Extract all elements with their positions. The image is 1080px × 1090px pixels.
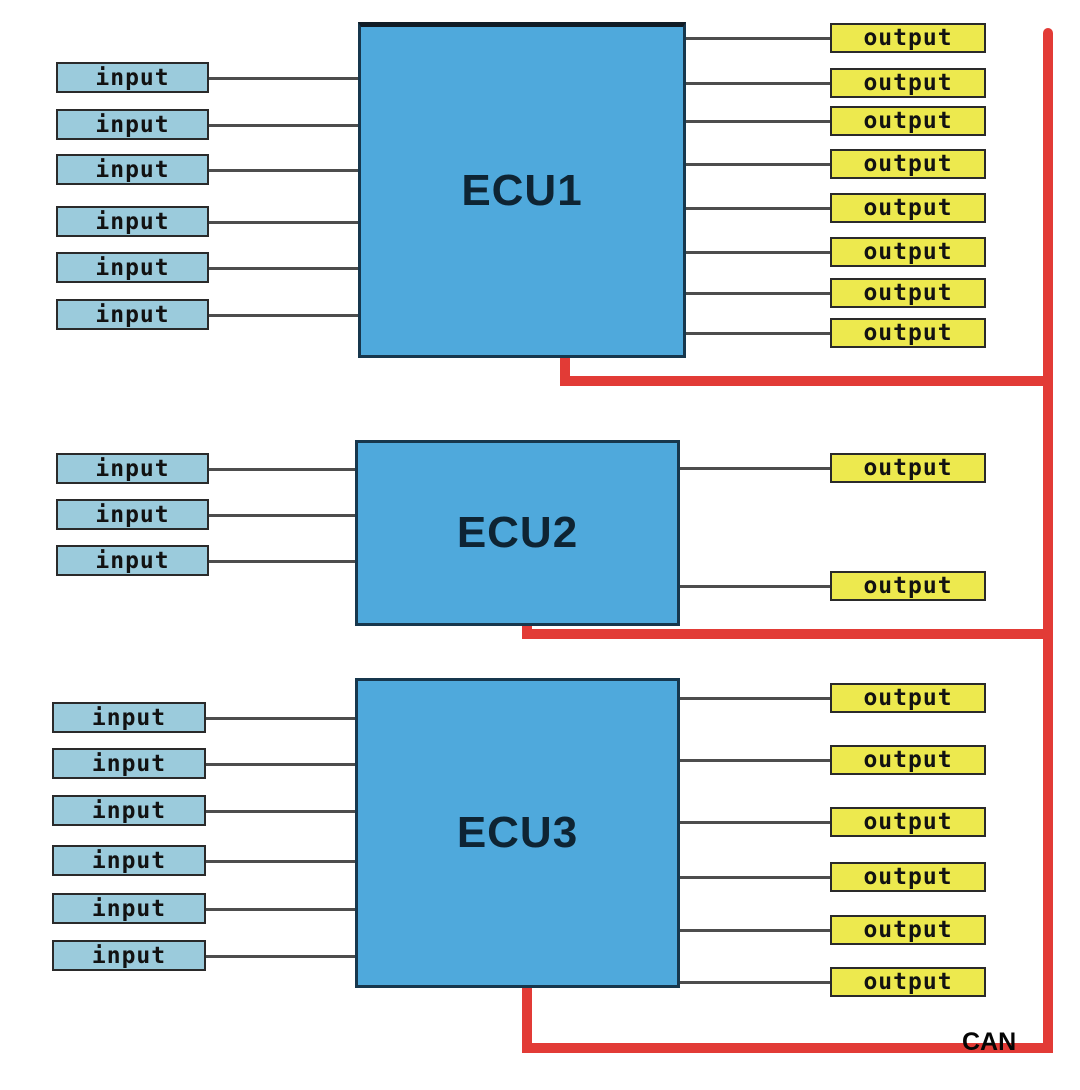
ecu3-output-box: output [830,862,986,892]
ecu1-output-box: output [830,193,986,223]
ecu3-output-box: output [830,745,986,775]
ecu3-can-drop [522,988,532,1053]
ecu2-output-wire [678,467,832,470]
ecu1-output-wire [684,82,832,85]
ecu3-input-box: input [52,748,206,779]
ecu3-input-box: input [52,702,206,733]
ecu3-input-wire [204,716,357,720]
ecu3-output-wire [678,759,832,762]
ecu1-can-branch [560,376,1053,386]
ecu1-label: ECU1 [461,166,583,215]
ecu3-output-wire [678,929,832,932]
ecu1-input-box: input [56,252,209,283]
ecu1-output-box: output [830,318,986,348]
ecu1-output-wire [684,292,832,295]
ecu2-output-wire [678,585,832,588]
ecu1-input-box: input [56,62,209,93]
ecu1-output-wire [684,120,832,123]
ecu1-input-wire [207,123,360,127]
ecu2-output-box: output [830,453,986,483]
ecu3-input-wire [204,907,357,911]
ecu3-input-wire [204,762,357,766]
ecu1-output-wire [684,207,832,210]
ecu1-output-box: output [830,149,986,179]
ecu1-output-box: output [830,237,986,267]
ecu3-input-box: input [52,795,206,826]
ecu3-label: ECU3 [456,808,579,857]
ecu2-input-wire [207,513,357,517]
ecu1-output-box: output [830,68,986,98]
ecu3-output-box: output [830,683,986,713]
can-bus-line [1043,28,1053,1053]
ecu1-input-wire [207,76,360,80]
ecu3-box: ECU3 [355,678,680,988]
ecu3-output-wire [678,876,832,879]
ecu2-input-box: input [56,453,209,484]
can-bus-label: CAN [962,1028,1017,1056]
ecu3-input-box: input [52,845,206,876]
ecu3-input-wire [204,859,357,863]
ecu1-output-box: output [830,106,986,136]
ecu1-output-box: output [830,278,986,308]
ecu3-output-wire [678,697,832,700]
ecu2-can-branch [522,629,1053,639]
ecu1-can-drop [560,358,570,386]
ecu1-input-box: input [56,154,209,185]
ecu2-input-wire [207,559,357,563]
ecu2-input-box: input [56,545,209,576]
ecu3-input-wire [204,954,357,958]
ecu1-output-wire [684,251,832,254]
ecu1-output-wire [684,332,832,335]
ecu1-input-wire [207,220,360,224]
ecu1-input-box: input [56,299,209,330]
ecu3-output-wire [678,981,832,984]
ecu2-input-box: input [56,499,209,530]
ecu1-input-wire [207,168,360,172]
ecu3-input-box: input [52,893,206,924]
ecu2-output-box: output [830,571,986,601]
ecu2-input-wire [207,467,357,471]
ecu1-input-box: input [56,206,209,237]
ecu1-output-wire [684,37,832,40]
ecu3-output-wire [678,821,832,824]
ecu3-output-box: output [830,967,986,997]
ecu2-label: ECU2 [456,508,579,557]
ecu1-input-wire [207,313,360,317]
ecu1-output-wire [684,163,832,166]
ecu3-output-box: output [830,807,986,837]
ecu3-can-branch [522,1043,1053,1053]
ecu3-input-wire [204,809,357,813]
ecu3-input-box: input [52,940,206,971]
ecu1-output-box: output [830,23,986,53]
ecu1-input-box: input [56,109,209,140]
ecu2-box: ECU2 [355,440,680,626]
ecu1-box: ECU1 [358,22,686,358]
ecu3-output-box: output [830,915,986,945]
ecu1-input-wire [207,266,360,270]
